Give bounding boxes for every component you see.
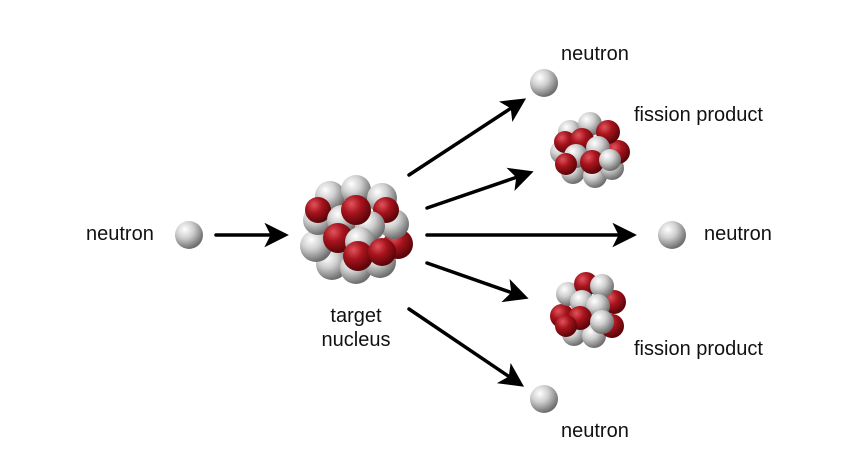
label-target-line2: nucleus bbox=[321, 329, 391, 351]
label-neutron-bottom: neutron bbox=[561, 420, 629, 442]
arrow-to-fission-product-bottom bbox=[425, 261, 529, 303]
fission-product-bottom bbox=[550, 272, 626, 348]
neutron-middle bbox=[658, 221, 686, 249]
label-fission-product-top: fission product bbox=[634, 104, 763, 126]
arrow-to-fission-product-top bbox=[425, 167, 534, 210]
label-target-nucleus: target nucleus bbox=[306, 304, 406, 352]
target-nucleus bbox=[300, 175, 413, 284]
arrow-to-neutron-top bbox=[407, 98, 527, 177]
neutron-incoming bbox=[175, 221, 203, 249]
neutron-top bbox=[530, 69, 558, 97]
fission-product-top bbox=[550, 112, 630, 188]
neutron-bottom bbox=[530, 385, 558, 413]
label-neutron-top: neutron bbox=[561, 43, 629, 65]
label-target-line1: target bbox=[330, 305, 382, 327]
label-fission-product-bottom: fission product bbox=[634, 338, 763, 360]
label-incoming-neutron: neutron bbox=[86, 223, 154, 245]
arrow-to-neutron-bottom bbox=[407, 307, 525, 387]
arrows bbox=[214, 98, 637, 387]
label-neutron-middle: neutron bbox=[704, 223, 772, 245]
